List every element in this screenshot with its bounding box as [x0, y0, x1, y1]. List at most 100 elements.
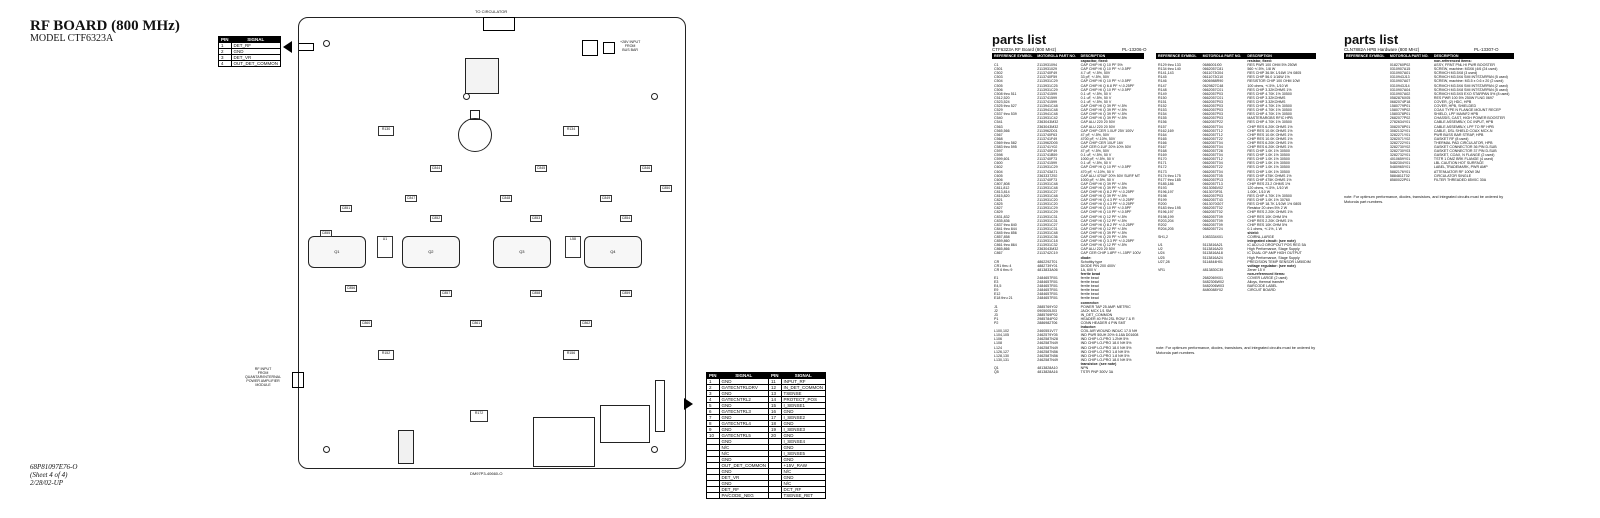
transistor-label: Q2	[428, 249, 434, 254]
rf-input-line: POWER AMPLIFIER	[246, 379, 280, 383]
table-cell: OUT_DET_COMMON	[718, 462, 770, 469]
table-cell: R193	[1158, 185, 1167, 190]
rf-input-label: RF INPUT FROM QUANTAR/INTERNAL POWER AMP…	[245, 367, 281, 387]
table-cell: 2113740F63	[1037, 132, 1058, 137]
table-cell: R167	[1158, 144, 1167, 149]
parts-table-1a: REFERENCE SYMBOL MOTOROLA PART NO. DESCR…	[992, 53, 1144, 374]
table-cell: 2113740F59	[1037, 75, 1058, 80]
table-cell: 2113931C48	[1037, 185, 1058, 190]
table-cell: CAP CHIP CER 10UF 16V	[1080, 140, 1124, 145]
table-cell: CHIP RES 10K OHM 5%	[1247, 222, 1288, 227]
table-cell: R172	[1158, 165, 1167, 170]
table-cell: C857,858	[994, 235, 1010, 240]
table-cell: RES CHIP 1.0K 1% 30500	[1247, 169, 1290, 174]
table-cell: 0662057T04	[1202, 153, 1223, 158]
table-cell: CAP CHIP HI Q 39 PF +/-5%	[1080, 194, 1127, 199]
table-cell: R149	[1158, 91, 1167, 96]
parts-list-1: parts list CTF6323A RF Board (800 MHz) P…	[992, 32, 1332, 52]
table-cell: CAP CHIP HI Q 39 PF +/-5%	[1080, 104, 1127, 109]
table-cell: 2113931C32	[1037, 243, 1058, 248]
chip-capacitor: C851	[340, 205, 352, 212]
table-cell	[706, 492, 720, 499]
table-cell: L130,131	[994, 357, 1009, 362]
table-cell: R198,199	[1158, 214, 1174, 219]
table-cell: E3	[994, 280, 999, 285]
chip-capacitor: C853	[530, 215, 542, 222]
table-cell: COIRNL,LARGE	[1247, 235, 1275, 240]
parts-list-subheading-row: CTF6323A RF Board (800 MHz) PL-13206-O	[992, 47, 1332, 52]
table-cell: 0662057P13	[1202, 177, 1223, 182]
table-cell: 2113743A71	[1037, 169, 1058, 174]
ic-u1: U1	[377, 236, 393, 258]
table-cell: ferrite bead	[1080, 296, 1099, 301]
table-cell: 0662057T12	[1202, 128, 1223, 133]
dc-input-line: FROM	[624, 44, 636, 48]
table-cell: CHIP RES 6.20K OHMS 1%	[1247, 144, 1293, 149]
table-cell: 2113931C25	[1037, 83, 1058, 88]
table-cell: R157	[1158, 124, 1167, 129]
table-cell: COVER, HPB, SHIELDED	[1433, 104, 1477, 109]
table-cell: 2113931C29	[1037, 87, 1058, 92]
table-cell: 1580779P02	[1389, 108, 1411, 113]
table-cell: 3282271Y01	[1389, 132, 1411, 137]
table-cell: CAP CER 0.1UF 20% 10% 50V	[1080, 144, 1132, 149]
table-cell: R155	[1158, 116, 1167, 121]
table-cell: 2113741599	[1037, 95, 1057, 100]
table-cell: C583 thru 595	[994, 144, 1017, 149]
table-cell: 2985784P02	[1037, 316, 1058, 321]
chip-capacitor: C844	[430, 165, 442, 172]
table-cell: 1580378P01	[1389, 112, 1411, 117]
table-cell: PWR BUSS BAR STRAP, HPB	[1433, 132, 1484, 137]
table-cell: Resistor 20 ohm 5% 2 W	[1247, 206, 1288, 211]
table-cell: CHIP RES 10.0K OHMS 1%	[1247, 128, 1293, 133]
parts-list-2: parts list CLN7882A HPB Hardware (800 MH…	[1344, 32, 1504, 52]
chip-capacitor: C856	[345, 285, 357, 292]
table-cell: C600	[994, 161, 1003, 166]
table-cell: 0662057P03	[1202, 99, 1223, 104]
table-cell: RES CHIP 4.70K 1% 30500	[1247, 120, 1292, 125]
table-cell: 1.00K, 1/10 W	[1247, 190, 1271, 194]
table-cell: 2462587N56	[1037, 349, 1058, 354]
table-cell: CR 6 thru 9	[994, 267, 1013, 272]
table-cell: RES CHIP 18.7K 1/10W 1% 0805	[1247, 202, 1302, 207]
table-cell: C512,520	[994, 95, 1010, 100]
table-cell: 4.7 uF, +/-5%, 50V	[1080, 71, 1111, 76]
parts-list-subheading: CLN7882A HPB Hardware (800 MHz)	[1344, 47, 1420, 52]
table-cell: C813,814	[994, 190, 1010, 194]
table-cell: GASKET RF (8 used)	[1433, 136, 1469, 141]
table-cell: C505	[994, 83, 1003, 88]
table-cell: 2462579Y05	[1037, 333, 1058, 338]
table-cell: CAP CHIP HI Q 10 PF +/-0.5PF	[1080, 87, 1132, 92]
table-cell: 3282722Y01	[1389, 140, 1411, 145]
chip-capacitor: C845	[535, 165, 547, 172]
table-cell: OUT_DET_COMMON	[230, 60, 282, 67]
table-cell: VR1	[1158, 267, 1165, 272]
board-part-number: DM97P3-40660-O	[470, 471, 503, 476]
